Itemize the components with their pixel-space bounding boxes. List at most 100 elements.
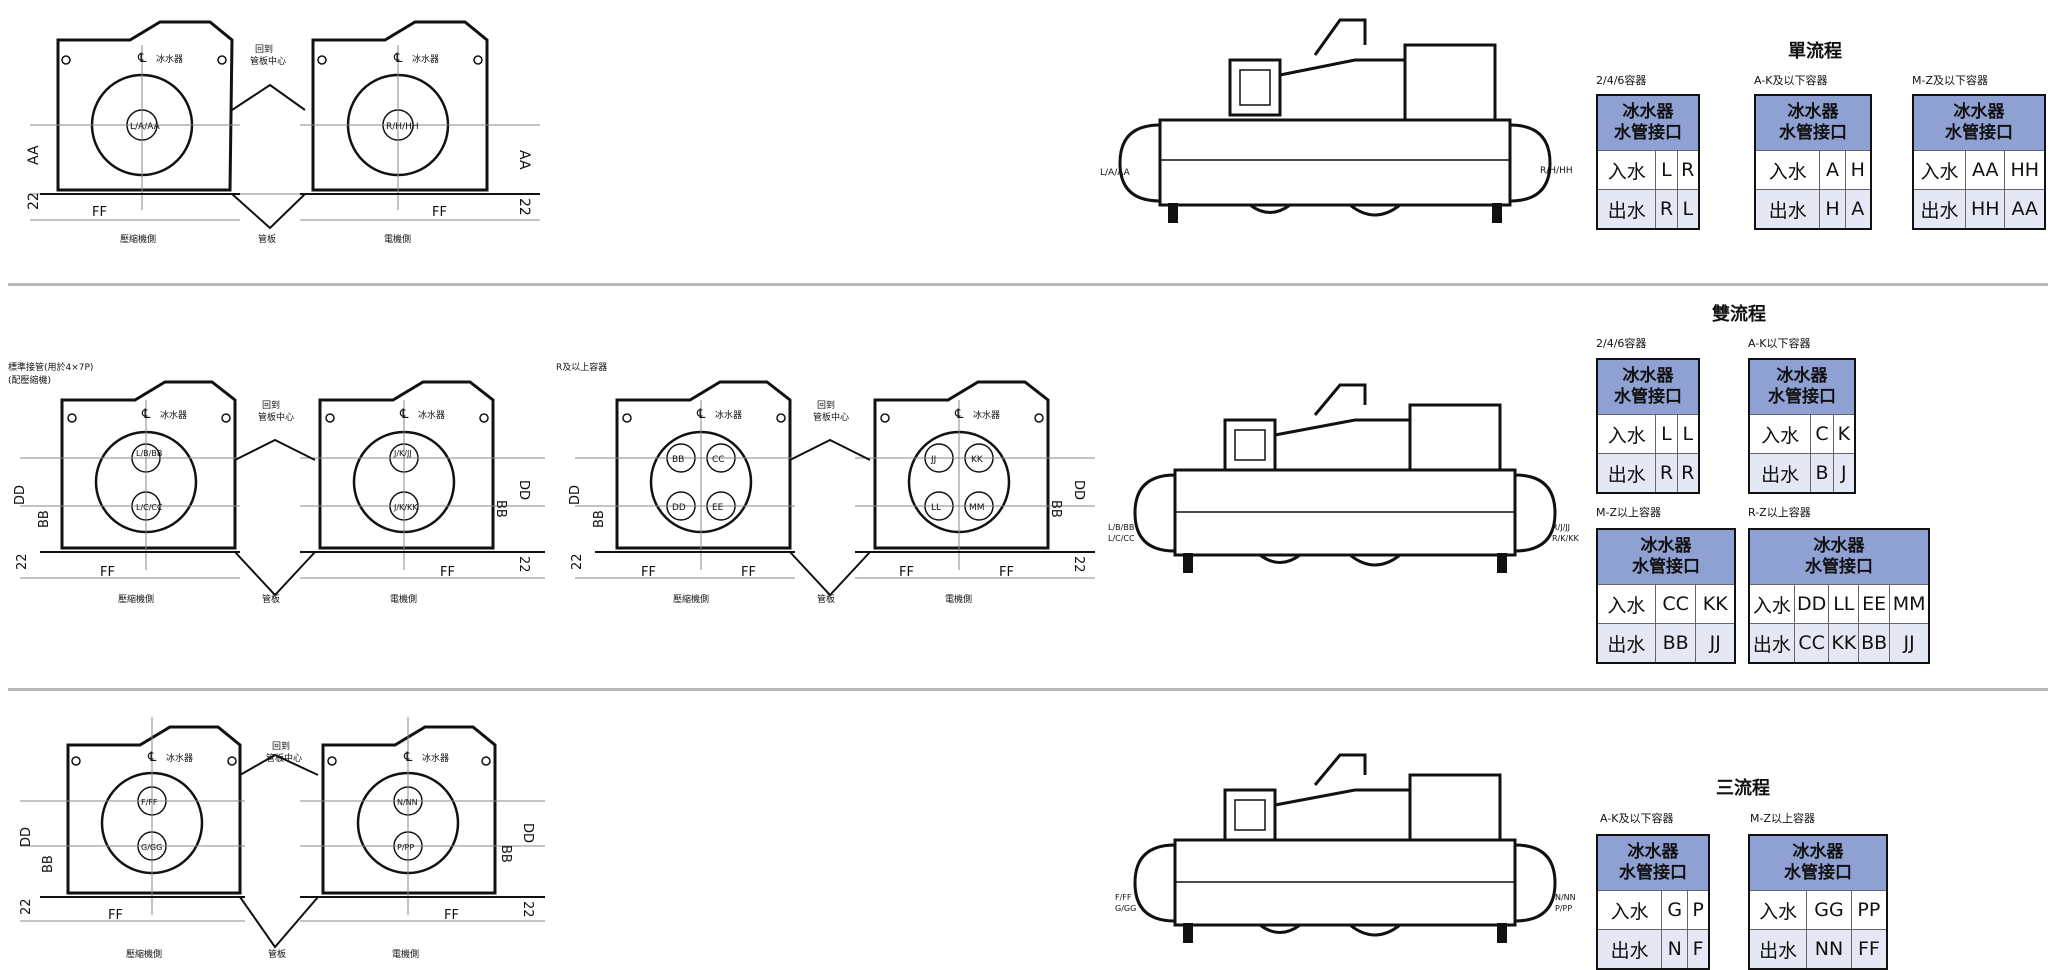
- svg-text:BB: BB: [592, 510, 607, 528]
- svg-text:CC: CC: [712, 455, 725, 465]
- svg-text:電機側: 電機側: [392, 948, 419, 960]
- svg-text:22: 22: [26, 192, 42, 210]
- svg-text:FF: FF: [999, 565, 1014, 580]
- svg-text:℄: ℄: [141, 407, 151, 422]
- svg-text:MM: MM: [969, 503, 985, 513]
- single-table-3-caption: M-Z及以下容器: [1912, 74, 1988, 87]
- double-pass-end-views-b: ℄ 冰水器 ℄ 冰水器 回到 管板中心 BB CC DD EE JJ KK LL M…: [568, 380, 1095, 605]
- svg-text:J/K/JJ: J/K/JJ: [393, 449, 412, 458]
- triple-table-2-caption: M-Z以上容器: [1750, 812, 1815, 825]
- svg-text:電機側: 電機側: [384, 233, 411, 245]
- svg-text:壓縮機側: 壓縮機側: [673, 593, 709, 605]
- svg-text:R/J/JJ: R/J/JJ: [1552, 523, 1570, 532]
- svg-text:回到: 回到: [262, 399, 280, 411]
- svg-text:BB: BB: [498, 845, 513, 863]
- double-pass-title: 雙流程: [1712, 304, 1766, 325]
- svg-text:EE: EE: [712, 503, 724, 513]
- svg-text:BB: BB: [1048, 500, 1063, 518]
- r-vessel-note: R及以上容器: [556, 363, 608, 373]
- chiller-left-label: L/A/AA: [1100, 168, 1131, 178]
- svg-text:電機側: 電機側: [390, 593, 417, 605]
- svg-text:DD: DD: [672, 503, 686, 513]
- svg-text:N/NN: N/NN: [397, 798, 418, 807]
- triple-pass-end-views: ℄冰水器 ℄冰水器 回到 管板中心 F/FF G/GG N/NN P/PP FF…: [19, 717, 545, 960]
- svg-text:冰水器: 冰水器: [418, 409, 445, 421]
- svg-text:22: 22: [15, 553, 30, 570]
- svg-text:壓縮機側: 壓縮機側: [118, 593, 154, 605]
- svg-text:DD: DD: [568, 485, 583, 505]
- svg-text:L/C/CC: L/C/CC: [1108, 534, 1135, 543]
- svg-text:℄: ℄: [696, 407, 706, 422]
- svg-text:管板中心: 管板中心: [813, 411, 849, 423]
- svg-text:冰水器: 冰水器: [160, 409, 187, 421]
- svg-text:L/B/BB: L/B/BB: [1108, 523, 1134, 532]
- svg-text:BB: BB: [41, 855, 56, 873]
- svg-text:管板: 管板: [258, 233, 276, 245]
- svg-text:22: 22: [1071, 556, 1086, 573]
- svg-text:回到: 回到: [272, 740, 290, 752]
- svg-text:P/PP: P/PP: [1555, 904, 1572, 913]
- svg-text:FF: FF: [440, 565, 455, 580]
- single-pass-end-views: ℄ 冰水器 ℄ 冰水器 回到 管板中心 L/A/AA R/H/HH FF FF …: [26, 20, 540, 245]
- svg-text:回到: 回到: [817, 399, 835, 411]
- svg-text:BB: BB: [493, 500, 508, 518]
- svg-text:管板中心: 管板中心: [266, 752, 302, 764]
- svg-text:G/GG: G/GG: [1115, 904, 1136, 913]
- svg-text:FF: FF: [92, 205, 107, 220]
- single-table-2-caption: A-K及以下容器: [1754, 74, 1828, 87]
- svg-text:FF: FF: [444, 908, 459, 923]
- svg-text:F/FF: F/FF: [141, 798, 158, 807]
- svg-text:管板中心: 管板中心: [258, 411, 294, 423]
- svg-text:DD: DD: [19, 827, 34, 847]
- svg-text:22: 22: [520, 901, 535, 918]
- triple-pass-title: 三流程: [1716, 778, 1770, 799]
- double-pass-end-views-a: ℄冰水器 ℄冰水器 回到 管板中心 L/B/BB L/C/CC J/K/JJ J…: [13, 380, 545, 605]
- double-table-1-caption: 2/4/6容器: [1596, 337, 1647, 350]
- triple-table-1-caption: A-K及以下容器: [1600, 812, 1674, 825]
- svg-text:冰水器: 冰水器: [412, 53, 439, 65]
- svg-text:冰水器: 冰水器: [422, 752, 449, 764]
- section-divider-2: [8, 688, 2048, 691]
- svg-text:FF: FF: [641, 565, 656, 580]
- svg-text:冰水器: 冰水器: [973, 409, 1000, 421]
- svg-text:AA: AA: [26, 145, 42, 165]
- svg-text:℄: ℄: [403, 750, 413, 765]
- svg-text:22: 22: [516, 198, 532, 216]
- svg-text:BB: BB: [672, 455, 684, 465]
- svg-text:L/C/CC: L/C/CC: [136, 503, 163, 512]
- svg-text:冰水器: 冰水器: [156, 53, 183, 65]
- centerline-label: ℄: [137, 51, 147, 66]
- svg-text:R/K/KK: R/K/KK: [1552, 534, 1579, 543]
- double-table-4-caption: R-Z以上容器: [1748, 506, 1811, 519]
- double-pass-chiller-side-view: L/B/BB L/C/CC R/J/JJ R/K/KK: [1108, 383, 1579, 573]
- svg-text:P/PP: P/PP: [397, 843, 414, 852]
- svg-text:L/B/BB: L/B/BB: [136, 449, 162, 458]
- svg-text:BB: BB: [37, 510, 52, 528]
- svg-text:KK: KK: [971, 455, 984, 465]
- svg-text:FF: FF: [108, 908, 123, 923]
- svg-text:℄: ℄: [393, 51, 403, 66]
- svg-text:管板: 管板: [268, 948, 286, 960]
- svg-text:冰水器: 冰水器: [715, 409, 742, 421]
- svg-text:R/H/HH: R/H/HH: [386, 122, 419, 132]
- svg-text:G/GG: G/GG: [141, 843, 162, 852]
- double-table-2-caption: A-K以下容器: [1748, 337, 1811, 350]
- svg-text:22: 22: [19, 898, 34, 915]
- svg-text:FF: FF: [432, 205, 447, 220]
- section-divider-1: [8, 283, 2048, 286]
- svg-text:℄: ℄: [954, 407, 964, 422]
- standard-nozzle-note: 標準接管(用於4×7P)(配壓縮機): [8, 363, 94, 386]
- svg-text:DD: DD: [13, 485, 28, 505]
- svg-text:FF: FF: [100, 565, 115, 580]
- svg-text:FF: FF: [899, 565, 914, 580]
- svg-text:管板中心: 管板中心: [250, 55, 286, 67]
- svg-text:LL: LL: [931, 503, 941, 513]
- svg-text:JJ: JJ: [930, 455, 936, 465]
